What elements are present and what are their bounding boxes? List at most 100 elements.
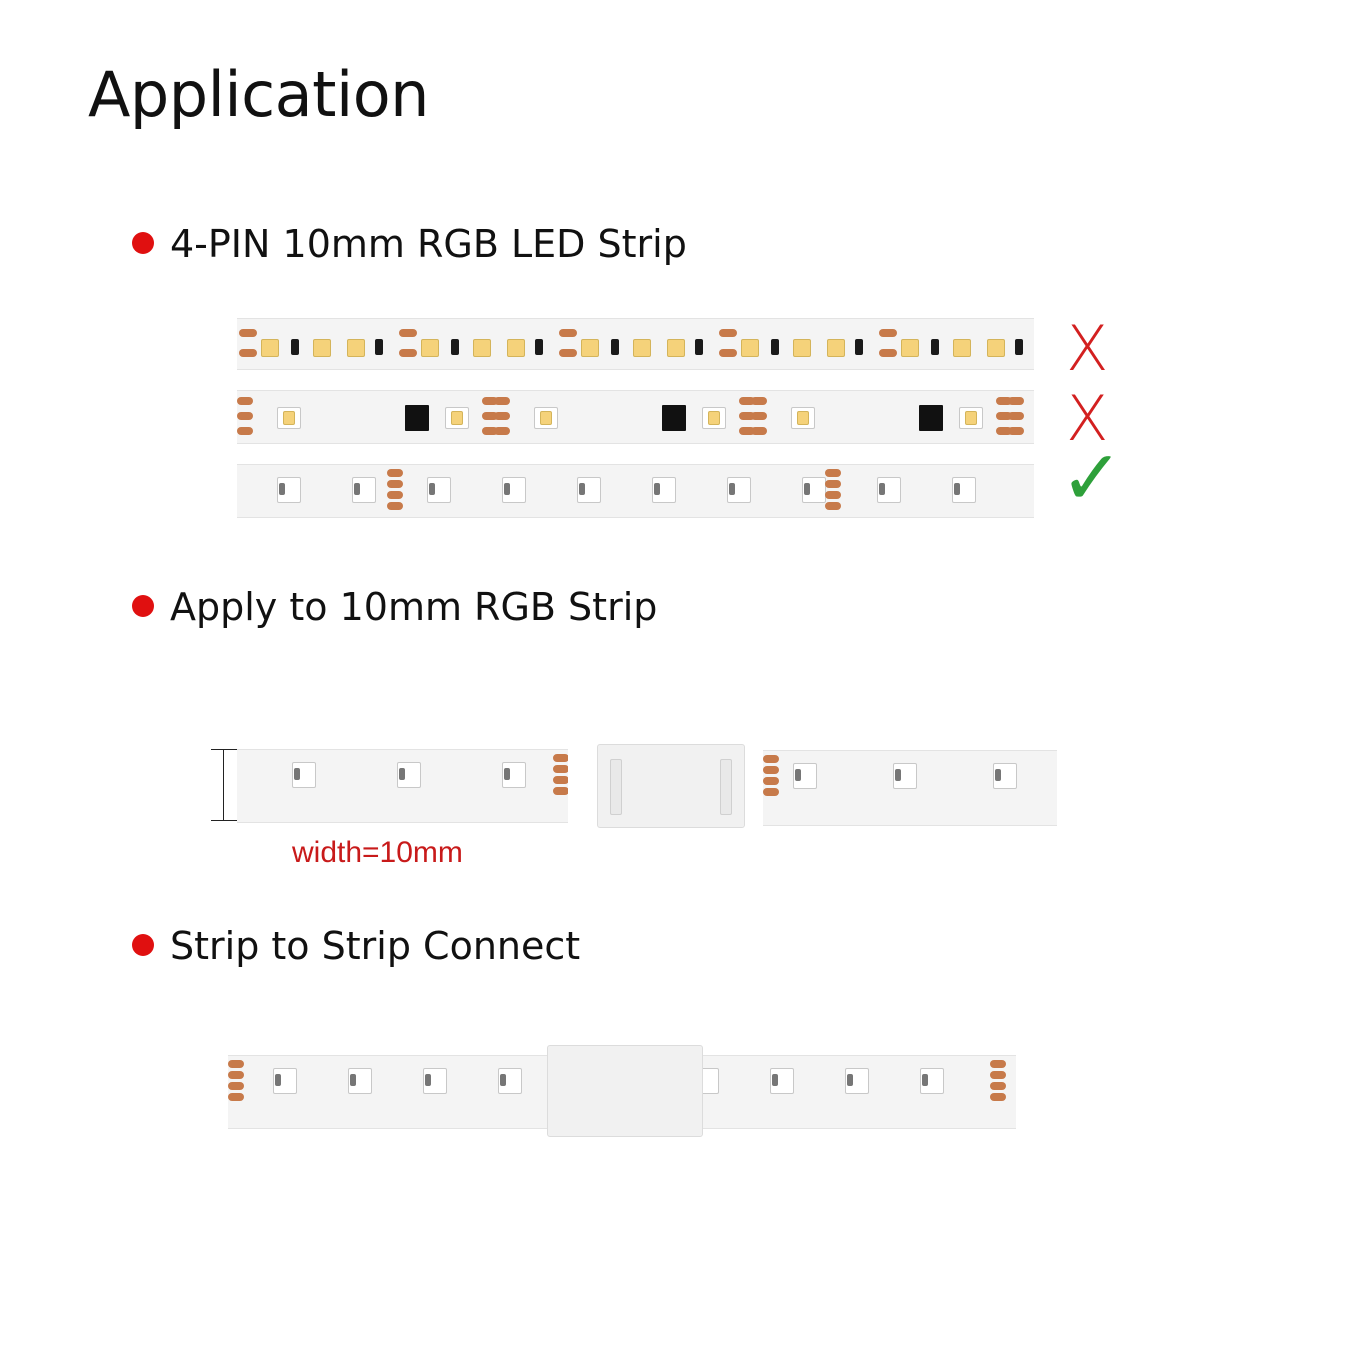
strip-connected-right-photo [690,1055,1016,1129]
rgb-led [423,1068,447,1094]
incompatible-x-icon: X [1066,382,1109,455]
connector-photo [597,744,745,828]
solder-pad [719,349,737,357]
bullet-dot [132,933,154,956]
resistor [922,1074,928,1086]
rgb-led [993,763,1017,789]
rgb-led [893,763,917,789]
solder-pad [763,777,779,785]
warm-led [667,339,685,357]
solder-pad [719,329,737,337]
resistor [729,483,735,495]
resistor [279,483,285,495]
resistor [294,768,300,780]
section-heading-label: Apply to 10mm RGB Strip [170,585,658,629]
solder-pad [825,491,841,499]
connector-joined-photo [547,1045,703,1137]
solder-pad [482,412,498,420]
resistor [847,1074,853,1086]
driver-ic [919,405,943,431]
solder-pad [553,765,568,773]
solder-pad [559,349,577,357]
solder-pad [559,329,577,337]
warm-led [473,339,491,357]
solder-pad [228,1060,244,1068]
solder-pad [228,1093,244,1101]
solder-pad [482,397,498,405]
resistor [931,339,939,355]
bullet-dot [132,594,154,617]
solder-pad [996,427,1012,435]
solder-pad [996,412,1012,420]
solder-pad [751,397,767,405]
section-heading-label: 4-PIN 10mm RGB LED Strip [170,222,687,266]
strip-connected-left-photo [228,1055,558,1129]
solder-pad [237,397,253,405]
solder-pad [825,502,841,510]
solder-pad [239,329,257,337]
resistor [350,1074,356,1086]
led-die [708,411,720,425]
solder-pad [1008,412,1024,420]
solder-pad [739,427,755,435]
solder-pad [990,1082,1006,1090]
warm-led [953,339,971,357]
warm-led [421,339,439,357]
resistor [804,483,810,495]
solder-pad [1008,397,1024,405]
section-heading-connect: Strip to Strip Connect [132,924,580,968]
width-dimension-line [223,750,224,820]
led-die [540,411,552,425]
warm-led [827,339,845,357]
resistor [579,483,585,495]
strip-right-segment-photo [763,750,1057,826]
solder-pad [237,427,253,435]
warm-led [261,339,279,357]
resistor [354,483,360,495]
resistor [429,483,435,495]
led-die [797,411,809,425]
solder-pad [239,349,257,357]
resistor [375,339,383,355]
driver-ic [405,405,429,431]
solder-pad [553,754,568,762]
solder-pad [482,427,498,435]
section-heading-apply: Apply to 10mm RGB Strip [132,585,657,629]
compatible-check-icon: ✓ [1060,433,1124,522]
solder-pad [763,766,779,774]
resistor [1015,339,1023,355]
resistor [504,768,510,780]
resistor [291,339,299,355]
rgb-led [292,762,316,788]
resistor [500,1074,506,1086]
solder-pad [739,412,755,420]
solder-pad [387,502,403,510]
solder-pad [990,1093,1006,1101]
resistor [451,339,459,355]
strip-warm-white-photo [237,318,1034,370]
solder-pad [996,397,1012,405]
solder-pad [739,397,755,405]
solder-pad [228,1082,244,1090]
resistor [535,339,543,355]
solder-pad [494,397,510,405]
resistor [995,769,1001,781]
solder-pad [751,427,767,435]
solder-pad [879,349,897,357]
section-heading-label: Strip to Strip Connect [170,924,581,968]
width-dimension-tick [211,820,237,821]
resistor [895,769,901,781]
resistor [954,483,960,495]
solder-pad [399,329,417,337]
rgb-led [273,1068,297,1094]
solder-pad [825,469,841,477]
solder-pad [387,480,403,488]
solder-pad [228,1071,244,1079]
warm-led [793,339,811,357]
width-label: width=10mm [292,836,463,869]
resistor [399,768,405,780]
solder-pad [1008,427,1024,435]
strip-rgb-photo [237,464,1034,518]
strip-addressable-photo [237,390,1034,444]
solder-pad [494,412,510,420]
